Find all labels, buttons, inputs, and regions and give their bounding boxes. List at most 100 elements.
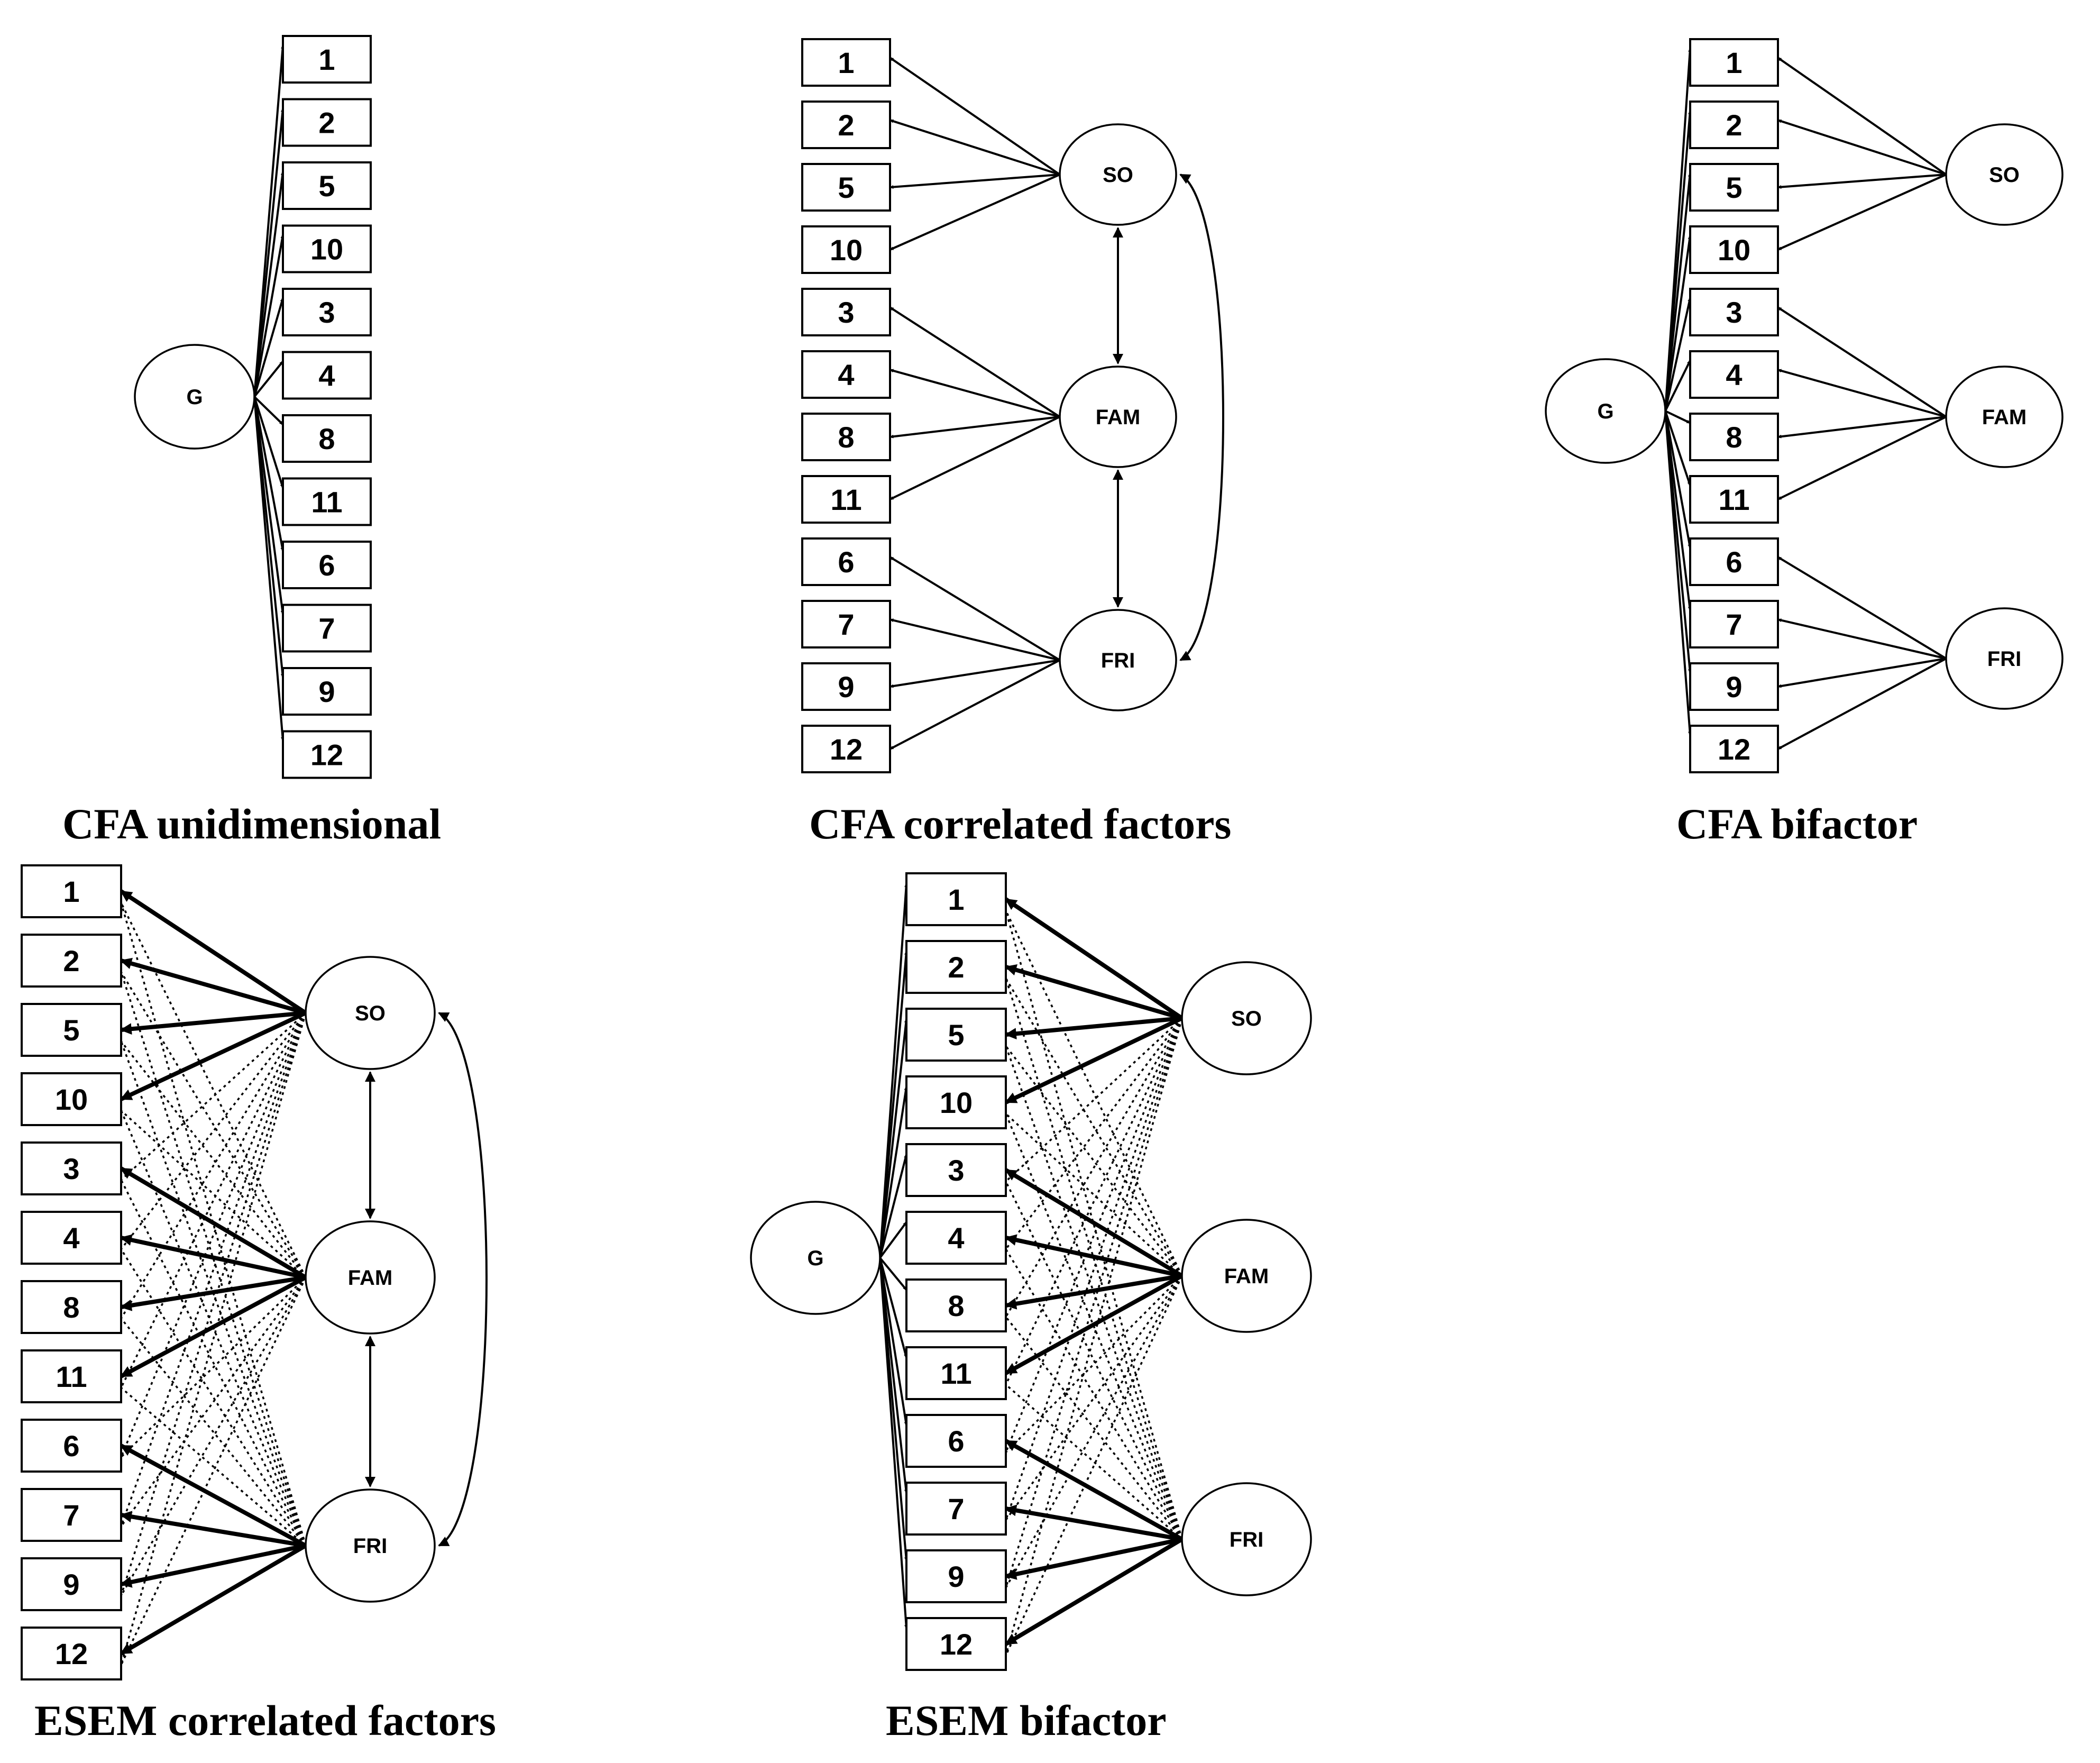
item-label: 10 bbox=[55, 1083, 88, 1116]
loading-fri-12 bbox=[889, 659, 1060, 750]
cross-loading-so-3 bbox=[120, 1012, 307, 1181]
cross-loading-fri-3 bbox=[1005, 1181, 1183, 1540]
item-box-5: 5 bbox=[282, 161, 372, 210]
item-box-1: 1 bbox=[801, 38, 891, 87]
cross-loading-fam-9 bbox=[120, 1277, 307, 1596]
cross-loading-so-4 bbox=[120, 1012, 307, 1250]
cross-loading-so-9 bbox=[120, 1012, 307, 1596]
item-label: 11 bbox=[940, 1357, 971, 1390]
item-label: 1 bbox=[63, 875, 79, 908]
loading-fam-3 bbox=[120, 1166, 307, 1280]
loading-fri-6 bbox=[120, 1444, 307, 1548]
loading-so-5 bbox=[1777, 173, 1947, 189]
loading-so-5 bbox=[1004, 1016, 1182, 1040]
factor-label: FRI bbox=[1101, 649, 1135, 672]
item-box-3: 3 bbox=[1689, 288, 1779, 336]
item-box-12: 12 bbox=[905, 1617, 1007, 1671]
cross-loading-fri-8 bbox=[1005, 1316, 1183, 1540]
loading-g-12 bbox=[253, 396, 285, 741]
item-label: 5 bbox=[948, 1018, 964, 1052]
item-box-4: 4 bbox=[905, 1211, 1007, 1265]
item-box-11: 11 bbox=[1689, 475, 1779, 524]
loading-g-4 bbox=[1664, 360, 1691, 412]
item-box-7: 7 bbox=[801, 600, 891, 648]
item-label: 8 bbox=[1726, 421, 1742, 454]
loading-so-5 bbox=[120, 1011, 306, 1035]
loading-g-11 bbox=[879, 1257, 907, 1358]
item-box-8: 8 bbox=[905, 1278, 1007, 1332]
factor-label: FAM bbox=[1224, 1265, 1269, 1288]
item-label: 5 bbox=[63, 1013, 79, 1047]
loading-fri-9 bbox=[1777, 657, 1947, 688]
corr-so-fri bbox=[1179, 173, 1224, 661]
factor-label: FRI bbox=[1987, 647, 2021, 671]
item-label: 6 bbox=[1726, 545, 1742, 579]
loading-g-2 bbox=[253, 108, 285, 397]
loading-g-5 bbox=[253, 171, 285, 397]
item-box-11: 11 bbox=[282, 477, 372, 526]
item-label: 11 bbox=[1718, 483, 1749, 516]
cross-loading-fam-2 bbox=[120, 971, 307, 1278]
cross-loading-so-11 bbox=[120, 1012, 307, 1389]
item-label: 10 bbox=[940, 1086, 973, 1119]
item-box-10: 10 bbox=[21, 1072, 122, 1126]
item-label: 1 bbox=[1726, 46, 1742, 79]
item-box-3: 3 bbox=[801, 288, 891, 336]
factor-label: FRI bbox=[1230, 1528, 1263, 1551]
item-box-12: 12 bbox=[1689, 725, 1779, 773]
item-label: 1 bbox=[948, 883, 964, 916]
item-box-1: 1 bbox=[282, 35, 372, 84]
loading-fri-6 bbox=[1005, 1439, 1183, 1541]
item-box-4: 4 bbox=[1689, 350, 1779, 399]
loadings bbox=[1664, 48, 1947, 750]
panel-caption: ESEM correlated factors bbox=[34, 1696, 496, 1744]
item-label: 2 bbox=[63, 944, 79, 978]
cross-loading-fri-2 bbox=[120, 972, 307, 1546]
item-box-2: 2 bbox=[282, 98, 372, 147]
cross-loading-so-8 bbox=[120, 1012, 307, 1319]
loading-so-2 bbox=[1004, 964, 1183, 1020]
loading-g-3 bbox=[1664, 297, 1692, 412]
loading-g-11 bbox=[1664, 410, 1691, 486]
loading-g-8 bbox=[253, 396, 284, 426]
loading-fri-6 bbox=[889, 556, 1061, 661]
item-label: 2 bbox=[948, 951, 964, 984]
loading-g-4 bbox=[253, 360, 284, 398]
item-box-8: 8 bbox=[282, 414, 372, 463]
item-box-8: 8 bbox=[1689, 413, 1779, 461]
cross-loading-so-9 bbox=[1005, 1018, 1183, 1588]
factor-label: G bbox=[186, 386, 203, 409]
loading-fam-4 bbox=[889, 369, 1060, 418]
loading-g-3 bbox=[879, 1154, 907, 1258]
loading-g-12 bbox=[879, 1257, 909, 1629]
panel-caption: CFA bifactor bbox=[1676, 800, 1918, 848]
item-box-9: 9 bbox=[1689, 662, 1779, 711]
item-label: 7 bbox=[318, 612, 335, 645]
cross-loading-fri-8 bbox=[120, 1318, 307, 1547]
item-box-9: 9 bbox=[282, 667, 372, 716]
cross-loading-fam-7 bbox=[120, 1276, 307, 1527]
loading-fam-4 bbox=[1777, 369, 1947, 418]
item-label: 5 bbox=[318, 169, 335, 203]
item-box-3: 3 bbox=[282, 288, 372, 336]
factor-label: SO bbox=[1231, 1007, 1262, 1030]
loading-so-2 bbox=[889, 119, 1060, 176]
loading-so-10 bbox=[120, 1011, 307, 1101]
item-box-12: 12 bbox=[282, 730, 372, 779]
loading-fri-12 bbox=[120, 1543, 307, 1656]
loading-fam-8 bbox=[120, 1275, 306, 1311]
loading-so-1 bbox=[1004, 897, 1184, 1020]
item-box-5: 5 bbox=[905, 1008, 1007, 1062]
loading-fri-7 bbox=[120, 1511, 306, 1548]
panel-caption: CFA correlated factors bbox=[809, 800, 1231, 848]
item-box-10: 10 bbox=[905, 1075, 1007, 1129]
factor-label: FAM bbox=[348, 1266, 392, 1290]
loading-fri-9 bbox=[889, 659, 1060, 688]
item-label: 11 bbox=[56, 1360, 87, 1393]
factor-label: G bbox=[1597, 400, 1613, 423]
loading-fri-7 bbox=[889, 618, 1060, 661]
cross-loading-fri-11 bbox=[1005, 1384, 1183, 1540]
loading-fam-3 bbox=[1777, 306, 1947, 418]
